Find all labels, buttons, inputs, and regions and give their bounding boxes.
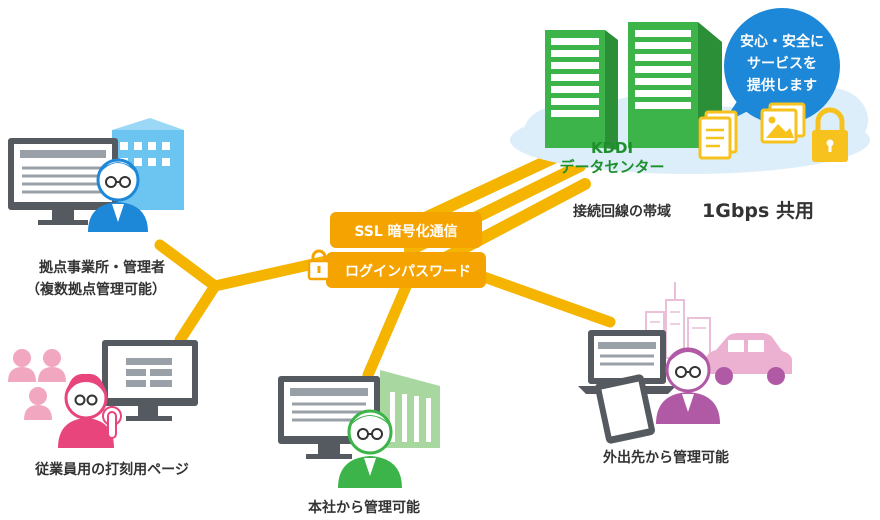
line-hub-outside (464, 266, 616, 328)
bandwidth-value: 1Gbps 共用 (702, 200, 814, 222)
executive-avatar-icon (338, 409, 402, 488)
hub: SSL 暗号化通信 ログインパスワード (307, 212, 486, 288)
building-icon (380, 370, 440, 448)
datacenter-name-line-1: KDDI (591, 139, 633, 157)
login-label: ログインパスワード (345, 263, 471, 280)
outside-label: 外出先から管理可能 (603, 449, 729, 466)
headoffice-label: 本社から管理可能 (308, 499, 420, 516)
people-group-icon (8, 349, 66, 420)
branch-label-2: （複数拠点管理可能） (26, 281, 166, 298)
datacenter-name-line-2: データセンター (559, 158, 664, 176)
datacenter: 安心・安全に サービスを 提供します KDDI データセンター 接続回線の帯域 (510, 8, 870, 222)
car-icon (706, 333, 792, 385)
bubble-line-2: サービスを (747, 56, 817, 72)
branch-office-node: 拠点事業所・管理者 （複数拠点管理可能） (8, 118, 184, 298)
bandwidth-label: 接続回線の帯域 (573, 203, 671, 220)
headoffice-node: 本社から管理可能 (278, 370, 440, 516)
employee-avatar-icon (58, 373, 114, 448)
line-junction-branch (154, 239, 221, 292)
employee-node: 従業員用の打刻用ページ (8, 340, 198, 478)
outside-node: 外出先から管理可能 (578, 282, 792, 466)
bubble-line-1: 安心・安全に (740, 33, 824, 50)
line-junction-employee (174, 280, 221, 346)
tap-finger-icon (102, 406, 122, 439)
monitor-icon (8, 138, 118, 225)
employee-label: 従業員用の打刻用ページ (34, 461, 189, 478)
tablet-icon (595, 374, 655, 444)
lock-icon (307, 249, 331, 281)
lock-icon (812, 107, 848, 162)
monitor-icon (102, 340, 198, 421)
branch-label-1: 拠点事業所・管理者 (39, 259, 165, 276)
manager-avatar-icon (88, 158, 148, 232)
businessman-avatar-icon (656, 347, 720, 424)
ssl-label: SSL 暗号化通信 (354, 223, 457, 240)
bubble-line-3: 提供します (747, 77, 817, 94)
server-rack-icon (545, 30, 618, 150)
document-icon (698, 110, 738, 160)
line-hub-headoffice (362, 276, 414, 381)
image-icon (760, 102, 806, 144)
